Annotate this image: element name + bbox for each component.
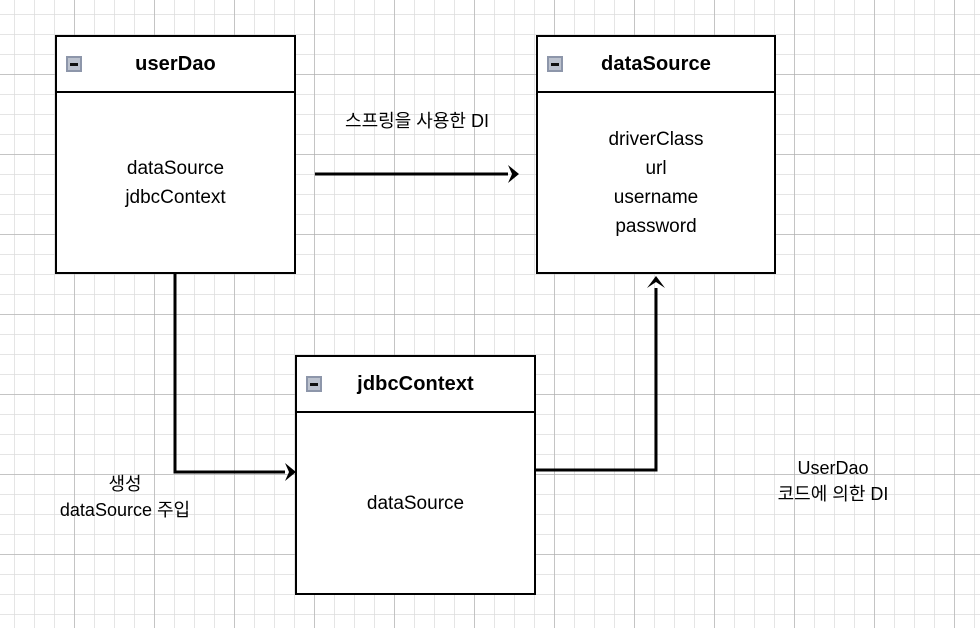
edge-create-inject xyxy=(173,274,296,481)
class-attribute: driverClass xyxy=(608,128,704,150)
edge-label-line: 스프링을 사용한 DI xyxy=(345,111,489,131)
class-header-jdbccontext: jdbcContext xyxy=(297,357,534,413)
minus-icon[interactable] xyxy=(306,376,322,392)
edge-label-spring-di: 스프링을 사용한 DI xyxy=(312,108,522,134)
edge-spring-di xyxy=(315,165,519,183)
edge-label-line: 생성 xyxy=(108,474,142,494)
class-attribute: url xyxy=(645,157,667,179)
edge-label-line: 코드에 의한 DI xyxy=(777,484,889,504)
edge-code-di xyxy=(536,276,665,472)
class-attributes-userdao: dataSource jdbcContext xyxy=(57,93,294,272)
class-attribute: password xyxy=(615,215,697,237)
class-attributes-jdbccontext: dataSource xyxy=(297,413,534,593)
edge-label-create-inject: 생성 dataSource 주입 xyxy=(10,471,240,523)
class-title: userDao xyxy=(135,52,216,75)
class-attribute: dataSource xyxy=(126,157,225,179)
minus-icon[interactable] xyxy=(66,56,82,72)
class-attribute: username xyxy=(613,186,699,208)
class-attributes-datasource: driverClass url username password xyxy=(538,93,774,272)
class-header-datasource: dataSource xyxy=(538,37,774,93)
class-title: jdbcContext xyxy=(357,372,474,395)
class-box-jdbccontext[interactable]: jdbcContext dataSource xyxy=(295,355,536,595)
class-header-userdao: userDao xyxy=(57,37,294,93)
class-box-datasource[interactable]: dataSource driverClass url username pass… xyxy=(536,35,776,274)
edge-label-line: dataSource 주입 xyxy=(59,500,191,520)
class-attribute: jdbcContext xyxy=(125,186,226,208)
minus-icon[interactable] xyxy=(547,56,563,72)
class-box-userdao[interactable]: userDao dataSource jdbcContext xyxy=(55,35,296,274)
class-title: dataSource xyxy=(601,52,711,75)
class-attribute: dataSource xyxy=(366,492,465,514)
edge-label-code-di: UserDao 코드에 의한 DI xyxy=(718,455,948,507)
edge-label-line: UserDao xyxy=(797,458,869,478)
